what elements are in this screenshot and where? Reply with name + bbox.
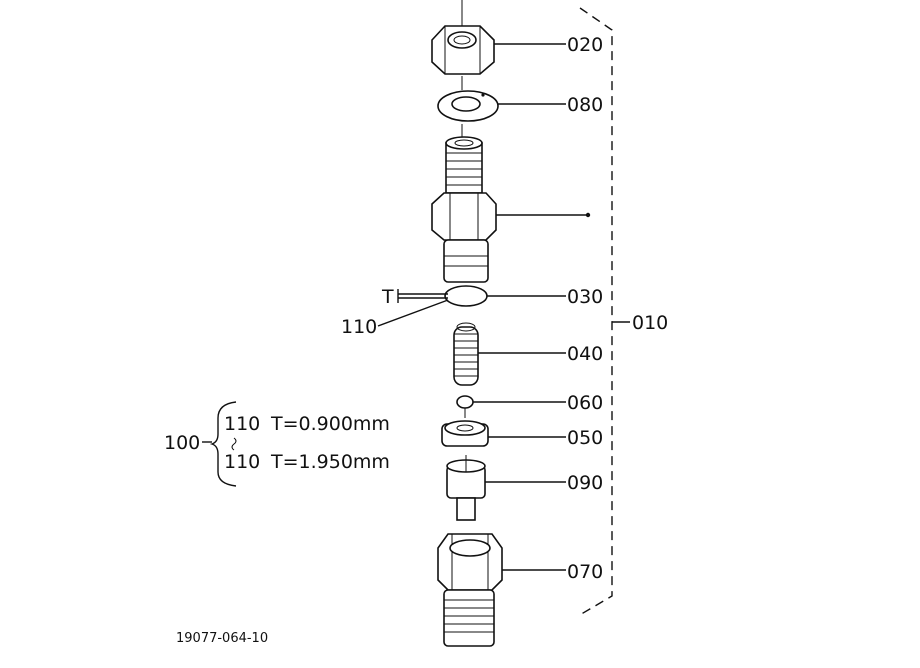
kit-item-part: 110 [224, 413, 260, 435]
label-100: 100 [164, 432, 200, 454]
leader-line-110 [377, 299, 449, 327]
kit-item-spec: T=0.900mm [270, 413, 390, 435]
drawing-number: 19077-064-10 [176, 631, 268, 646]
part-060-pin [456, 395, 474, 418]
label-110: 110 [341, 316, 377, 338]
part-090-nozzle [446, 455, 486, 521]
part-040-spring [453, 322, 479, 386]
label-010: 010 [632, 312, 668, 334]
assembly-bracket [577, 7, 613, 617]
label-090: 090 [567, 472, 603, 494]
kit-bracket [209, 401, 237, 487]
label-030: 030 [567, 286, 603, 308]
label-020: 020 [567, 34, 603, 56]
part-030-shim [444, 285, 488, 307]
label-050: 050 [567, 427, 603, 449]
label-040: 040 [567, 343, 603, 365]
kit-item-part: 110 [224, 451, 260, 473]
part-020-hex-nut [431, 25, 495, 75]
label-060: 060 [567, 392, 603, 414]
part-050-spacer [441, 420, 489, 447]
part-080-washer [437, 90, 499, 122]
leader-dot-body [585, 212, 591, 218]
label-070: 070 [567, 561, 603, 583]
kit-brace-mark [231, 437, 237, 451]
part-nozzle-holder-body [431, 136, 497, 283]
kit-item-spec: T=1.950mm [270, 451, 390, 473]
part-070-retaining-nut [437, 533, 503, 647]
label-080: 080 [567, 94, 603, 116]
label-t: T [381, 286, 394, 308]
